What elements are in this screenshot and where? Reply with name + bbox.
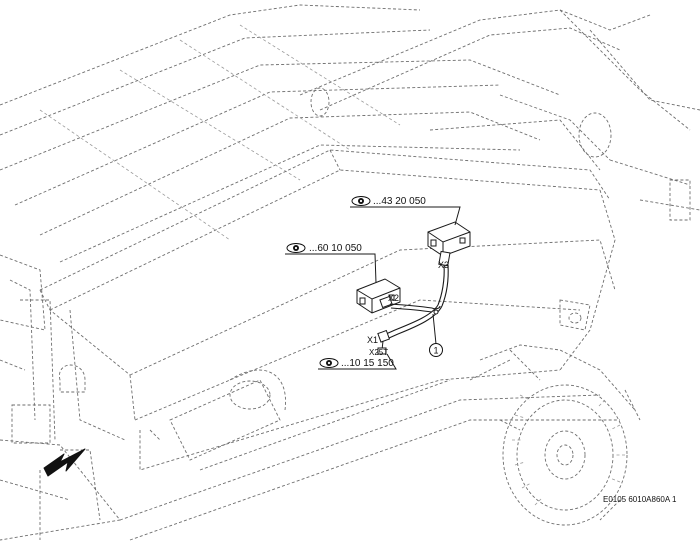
machine-outline [0,4,700,541]
drawing-code: E0105 6010A860A 1 [603,495,677,504]
eye-icon [351,196,371,206]
callout-1: 1 [429,313,443,357]
control-unit-upper [427,221,471,257]
connector-label-x1: X1 [367,335,378,345]
callout-number: 1 [433,346,438,356]
eye-icon [286,243,306,253]
connector-label-x2: X2 [388,293,399,303]
connector-label-x3: X3 [438,260,449,270]
reference-text: ...60 10 050 [309,243,362,254]
arrow-down-left-icon [43,448,86,477]
reference-10-15-150: ...10 15 150 [318,353,397,370]
wiring-harness [377,250,451,355]
reference-60-10-050: ...60 10 050 [285,243,377,284]
reference-text: ...43 20 050 [373,196,426,207]
reference-text: ...10 15 150 [341,358,394,369]
eye-icon [319,358,339,368]
connector-label-x25t: X25T [369,348,388,357]
reference-43-20-050: ...43 20 050 [350,196,461,226]
